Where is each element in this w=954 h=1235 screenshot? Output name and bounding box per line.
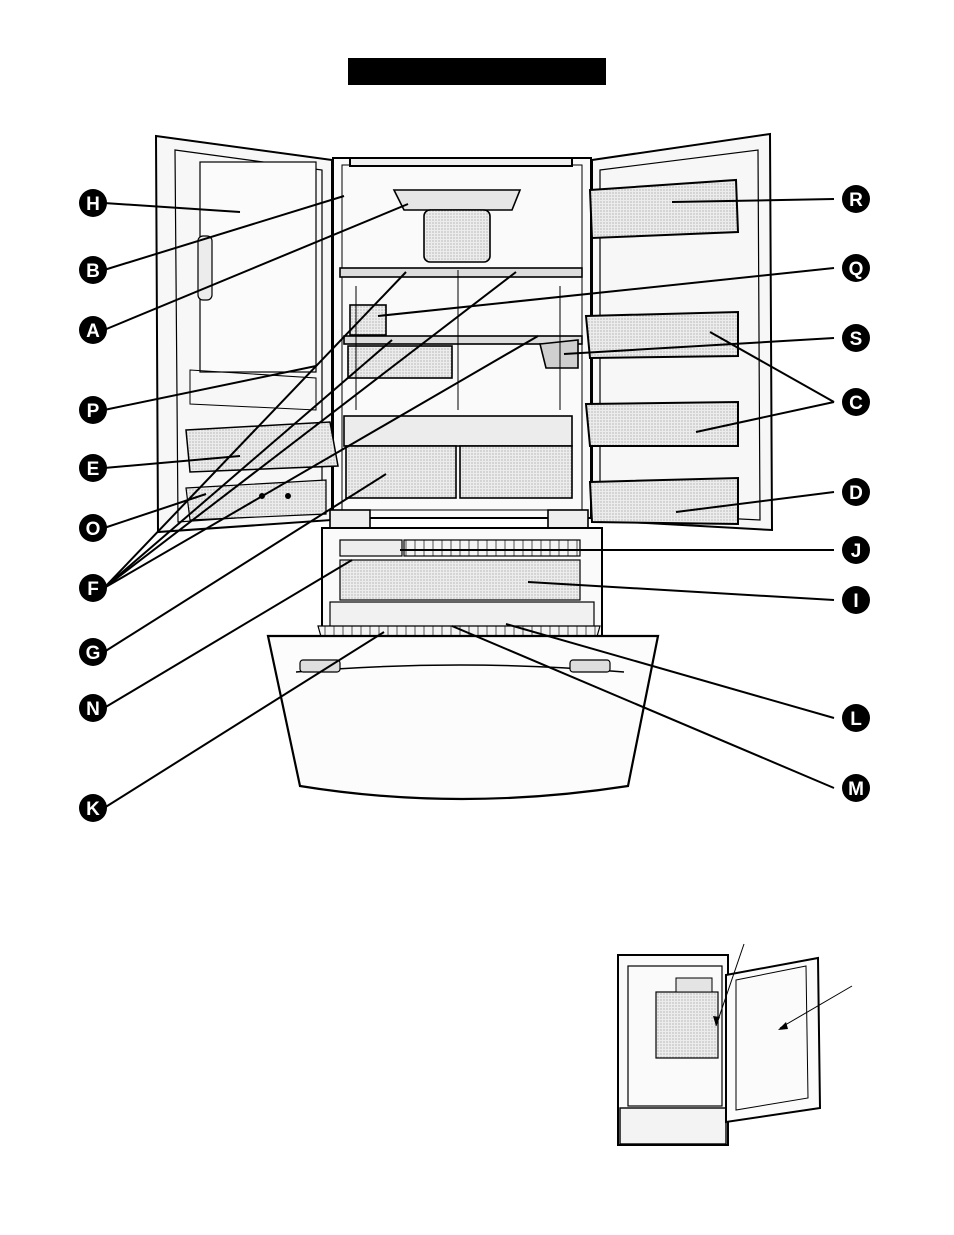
right-door [586, 134, 772, 530]
callout-b: B [79, 256, 107, 284]
ice-compartment-inset [618, 944, 852, 1145]
callout-g: G [79, 638, 107, 666]
svg-text:B: B [86, 261, 100, 282]
svg-text:P: P [87, 401, 100, 422]
svg-text:J: J [851, 541, 862, 562]
callout-q: Q [842, 254, 870, 282]
svg-text:I: I [853, 591, 858, 612]
svg-text:G: G [86, 643, 101, 664]
callout-i: I [842, 586, 870, 614]
svg-text:A: A [86, 321, 100, 342]
callout-s: S [842, 324, 870, 352]
callout-n: N [79, 694, 107, 722]
svg-text:N: N [86, 699, 100, 720]
svg-text:Q: Q [849, 259, 864, 280]
callout-h: H [79, 189, 107, 217]
svg-text:E: E [87, 459, 100, 480]
callout-c: C [842, 388, 870, 416]
svg-text:S: S [850, 329, 863, 350]
callout-f: F [79, 574, 107, 602]
callout-j: J [842, 536, 870, 564]
callout-a: A [79, 316, 107, 344]
callout-e: E [79, 454, 107, 482]
svg-text:O: O [86, 519, 101, 540]
callout-p: P [79, 396, 107, 424]
freezer-drawer [268, 636, 658, 799]
svg-text:C: C [849, 393, 863, 414]
callout-m: M [842, 774, 870, 802]
callout-l: L [842, 704, 870, 732]
callout-o: O [79, 514, 107, 542]
left-door [156, 136, 338, 532]
callout-r: R [842, 185, 870, 213]
svg-text:F: F [87, 579, 99, 600]
callout-k: K [79, 794, 107, 822]
svg-text:K: K [86, 799, 100, 820]
svg-text:D: D [849, 483, 863, 504]
svg-text:H: H [86, 194, 100, 215]
svg-text:M: M [848, 779, 864, 800]
callout-d: D [842, 478, 870, 506]
svg-text:L: L [850, 709, 862, 730]
svg-text:R: R [849, 190, 863, 211]
